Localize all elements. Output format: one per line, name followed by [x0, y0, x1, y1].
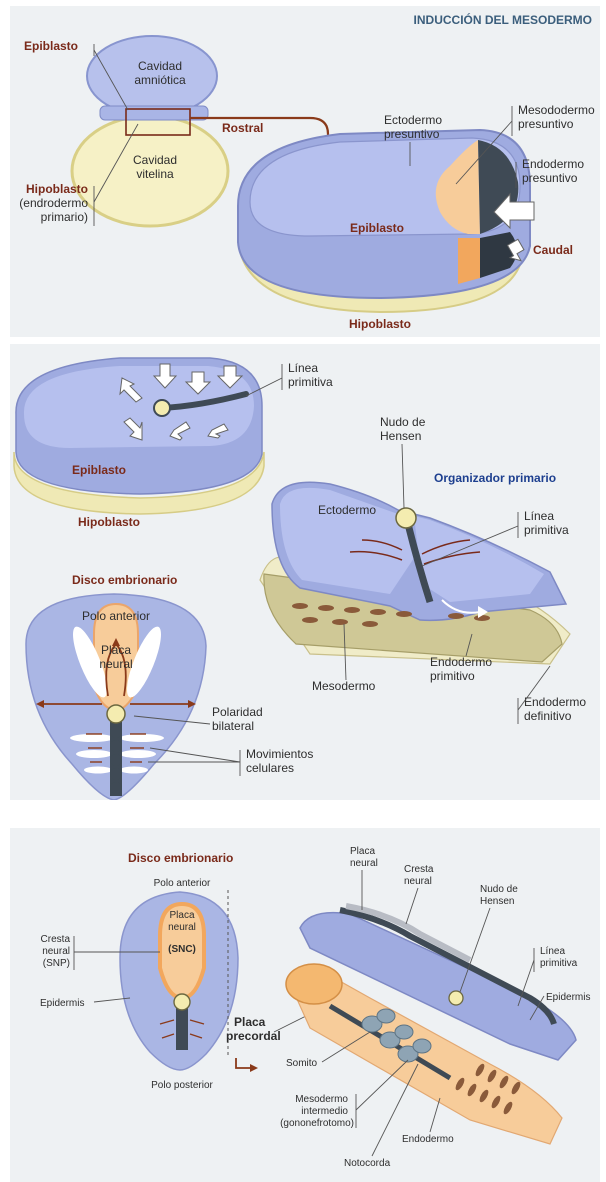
ectodermo-label: Ectodermo	[318, 503, 376, 517]
cavidad-vitelina-2: vitelina	[136, 167, 174, 181]
somito-label: Somito	[286, 1058, 318, 1069]
caudal-label: Caudal	[533, 243, 573, 257]
mesodermo-intermedio-1: Mesodermo	[295, 1094, 348, 1105]
endodermo-definitivo-1: Endodermo	[524, 695, 586, 709]
mesoderm-side	[458, 238, 480, 284]
cresta-neural-right-1: Cresta	[404, 864, 434, 875]
placa-neural-2: neural	[99, 657, 132, 671]
movimientos-2: celulares	[246, 761, 294, 775]
epiblasto-left-label: Epiblasto	[24, 39, 78, 53]
disco-embrionario-3: Disco embrionario	[128, 851, 233, 865]
node-3d	[449, 991, 463, 1005]
placa-neural-3b: neural	[168, 922, 196, 933]
panel-primitive-streak: Epiblasto Hipoblasto Línea primitiva Nud…	[10, 344, 600, 800]
hipoblasto-bottom-label: Hipoblasto	[349, 317, 411, 331]
polaridad-2: bilateral	[212, 719, 254, 733]
panel2-diagram: Epiblasto Hipoblasto Línea primitiva Nud…	[10, 344, 600, 800]
endodermo-presuntivo-1: Endodermo	[522, 157, 584, 171]
panel-neural-plate: Disco embrionario Polo anterior Placa ne…	[10, 828, 600, 1182]
endodermo-presuntivo-2: presuntivo	[522, 171, 578, 185]
linea-primitiva-right-1: Línea	[524, 509, 554, 523]
somite-beads	[110, 726, 122, 794]
ectodermo-presuntivo-2: presuntivo	[384, 127, 440, 141]
linea-primitiva-3a: Línea	[540, 946, 565, 957]
mesodermo-label: Mesodermo	[312, 679, 376, 693]
endodermo-3: Endodermo	[402, 1134, 454, 1145]
placa-neural-3a: Placa	[169, 910, 194, 921]
placa-neural-1: Placa	[101, 643, 131, 657]
hipoblasto-left-2: (endrodermo	[19, 196, 88, 210]
placa-neural-right-1: Placa	[350, 846, 375, 857]
polo-anterior-3: Polo anterior	[154, 878, 211, 889]
endodermo-primitivo-1: Endodermo	[430, 655, 492, 669]
nudo-hensen-2: Hensen	[380, 429, 421, 443]
linea-primitiva-3b: primitiva	[540, 958, 578, 969]
nudo-hensen-1: Nudo de	[380, 415, 426, 429]
polo-anterior-label: Polo anterior	[82, 609, 150, 623]
panel1-title: INDUCCIÓN DEL MESODERMO	[414, 12, 592, 27]
organizador-primario: Organizador primario	[434, 471, 556, 485]
cavidad-vitelina-1: Cavidad	[133, 153, 177, 167]
ectodermo-presuntivo-1: Ectodermo	[384, 113, 442, 127]
hipoblasto-left-3: primario)	[41, 210, 88, 224]
hensen-node	[396, 508, 416, 528]
disco-embrionario-label: Disco embrionario	[72, 573, 177, 587]
small-hensen-node	[107, 705, 125, 723]
snc-label: (SNC)	[168, 944, 196, 955]
linea-primitiva-top-2: primitiva	[288, 375, 333, 389]
nudo-hensen-3a: Nudo de	[480, 884, 518, 895]
cavidad-amniotica-1: Cavidad	[138, 59, 182, 73]
epiblasto-small-label: Epiblasto	[72, 463, 126, 477]
placa-precordal-2: precordal	[226, 1029, 281, 1043]
mesodermo-intermedio-2: intermedio	[301, 1106, 348, 1117]
small-node	[154, 400, 170, 416]
notocorda-label: Notocorda	[344, 1158, 391, 1169]
mesodermo-presuntivo-1: Mesododermo	[518, 103, 595, 117]
hipoblasto-left-1: Hipoblasto	[26, 182, 88, 196]
polo-posterior: Polo posterior	[151, 1080, 213, 1091]
panel-mesoderm-induction: INDUCCIÓN DEL MESODERMO Cavidad amniótic…	[10, 6, 600, 337]
cavidad-amniotica-2: amniótica	[134, 73, 186, 87]
epidermis-right: Epidermis	[546, 992, 590, 1003]
cresta-neural-left-3: (SNP)	[43, 958, 70, 969]
panel1-diagram: INDUCCIÓN DEL MESODERMO Cavidad amniótic…	[10, 6, 600, 337]
mesodermo-intermedio-3: (gononefrotomo)	[280, 1118, 354, 1129]
polaridad-1: Polaridad	[212, 705, 263, 719]
epiblasto-center-label: Epiblasto	[350, 221, 404, 235]
node-3	[174, 994, 190, 1010]
orientation-arrow	[236, 1058, 250, 1068]
endodermo-definitivo-2: definitivo	[524, 709, 572, 723]
cresta-neural-left-2: neural	[42, 946, 70, 957]
placa-precordal-1: Placa	[234, 1015, 266, 1029]
epidermis-left: Epidermis	[40, 998, 84, 1009]
linea-primitiva-top-1: Línea	[288, 361, 318, 375]
nudo-hensen-3b: Hensen	[480, 896, 514, 907]
linea-primitiva-right-2: primitiva	[524, 523, 569, 537]
cresta-neural-right-2: neural	[404, 876, 432, 887]
prechordal-plate	[286, 964, 342, 1004]
movimientos-1: Movimientos	[246, 747, 313, 761]
cresta-neural-left-1: Cresta	[41, 934, 71, 945]
rostral-label: Rostral	[222, 121, 263, 135]
endodermo-primitivo-2: primitivo	[430, 669, 475, 683]
hipoblasto-small-label: Hipoblasto	[78, 515, 140, 529]
panel3-diagram: Disco embrionario Polo anterior Placa ne…	[10, 828, 600, 1182]
placa-neural-right-2: neural	[350, 858, 378, 869]
mesodermo-presuntivo-2: presuntivo	[518, 117, 574, 131]
